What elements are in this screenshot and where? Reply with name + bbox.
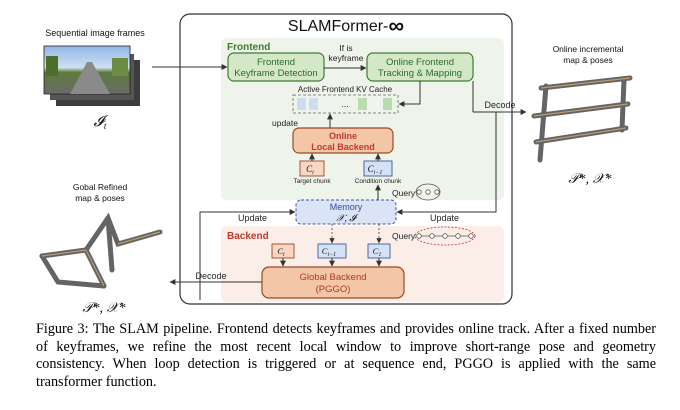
tracking-mapping-line1: Online Frontend (386, 57, 454, 68)
global-output-label-2: map & poses (75, 193, 125, 203)
memory-line1: Memory (330, 202, 363, 212)
keyframe-detection-line1: Frontend (257, 57, 295, 68)
frontend-section-label: Frontend (227, 42, 270, 53)
backend-chunk-c1-symbol: C1 (373, 246, 382, 258)
update-label-frontend: update (272, 118, 298, 128)
global-backend-line2: (PGGO) (316, 284, 351, 295)
input-image-stack (43, 45, 140, 106)
local-backend-box (292, 127, 394, 154)
condition-label-line2: keyframe (329, 53, 364, 63)
memory-line2: 𝒳, 𝓘 (336, 214, 359, 224)
query-graph-icon-backend (414, 226, 476, 246)
decode-label-backend: Decode (195, 271, 226, 281)
memory-box (295, 199, 397, 225)
backend-chunk-ci-1-symbol: Ci−1 (322, 246, 336, 258)
decode-label-frontend: Decode (484, 100, 515, 110)
kv-cache-cell (383, 98, 392, 110)
keyframe-detection-box (227, 52, 325, 82)
arrow-tracking-to-cache (398, 81, 421, 107)
kv-cache-cell (321, 98, 330, 110)
kv-cache-container (292, 94, 399, 114)
input-symbol: 𝓘t (94, 114, 109, 131)
arrow-update-left (199, 209, 296, 300)
kv-cache-cell (297, 98, 306, 110)
online-map-pointcloud (531, 75, 633, 163)
backend-section-label: Backend (227, 231, 269, 242)
input-frames-label: Sequential image frames (45, 28, 145, 38)
global-output-label-1: Gobal Refined (73, 182, 128, 192)
kv-cache-cell (309, 98, 318, 110)
tracking-mapping-line2: Tracking & Mapping (378, 68, 462, 79)
slamformer-title: SLAMFormer-∞ (288, 13, 404, 38)
query-label-frontend: Query (392, 188, 416, 198)
update-label-left: Update (238, 213, 267, 223)
global-backend-line1: Global Backend (299, 272, 366, 283)
kv-cache-ellipsis: ... (341, 99, 349, 109)
update-label-right: Update (430, 213, 459, 223)
global-output-symbols: 𝒫*, 𝒳* (82, 301, 125, 316)
local-backend-line2: Local Backend (311, 142, 375, 152)
backend-chunk-ci-symbol: Ci (277, 246, 285, 258)
global-map-detail (41, 231, 161, 287)
kv-cache-label: Active Frontend KV Cache (298, 85, 393, 94)
condition-chunk-caption: Condition chunk (355, 178, 402, 185)
slam-pipeline-diagram: SLAMFormer-∞ Frontend Backend Frontend K… (39, 13, 633, 316)
online-output-symbols: 𝒫*, 𝒳* (568, 172, 611, 187)
arrow-update-right (396, 112, 497, 215)
target-chunk-caption: Target chunk (293, 178, 331, 185)
caption-label: Figure 3: (36, 321, 89, 337)
condition-chunk-symbol: Ci−1 (368, 164, 383, 176)
query-graph-icon-frontend (415, 183, 441, 201)
figure-caption: Figure 3: The SLAM pipeline. Frontend de… (36, 321, 656, 391)
local-backend-line1: Online (329, 131, 357, 141)
condition-label-line1: If is (339, 43, 352, 53)
keyframe-detection-line2: Keyframe Detection (234, 68, 317, 79)
kv-cache-cell (358, 98, 367, 110)
online-map-detail (533, 77, 631, 143)
online-output-label-2: map & poses (563, 55, 613, 65)
caption-text: The SLAM pipeline. Frontend detects keyf… (36, 321, 656, 390)
query-label-backend: Query (392, 231, 416, 241)
kv-cache-cell (370, 98, 379, 110)
online-output-label-1: Online incremental (553, 44, 624, 54)
global-map-pointcloud (39, 212, 163, 289)
target-chunk-symbol: Ci (306, 164, 314, 176)
